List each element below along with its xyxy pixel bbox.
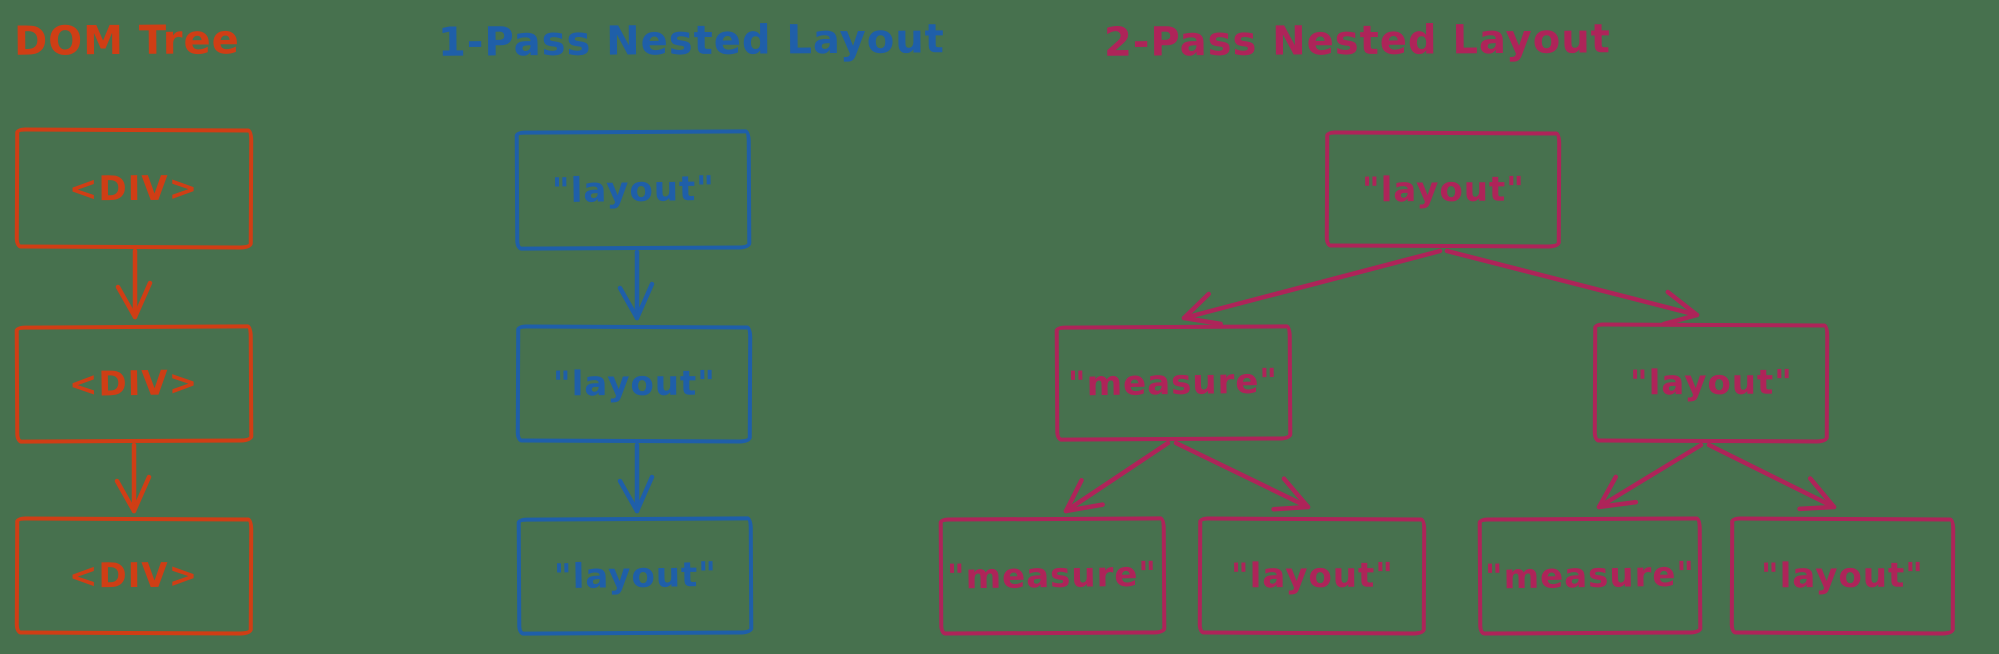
two-pass-level3-measure-2: "measure" (1477, 516, 1703, 636)
arrow-measure-to-measure (1063, 440, 1171, 514)
dom-tree-node-3: <DIV> (14, 516, 254, 636)
two-pass-root-node: "layout" (1324, 130, 1562, 249)
two-pass-level2-layout: "layout" (1592, 322, 1830, 444)
one-pass-node-2: "layout" (515, 324, 753, 444)
title-two-pass: 2-Pass Nested Layout (1103, 16, 1611, 66)
node-label: "measure" (1068, 361, 1279, 405)
node-label: <DIV> (69, 168, 199, 209)
two-pass-level3-layout-2: "layout" (1729, 516, 1956, 636)
node-label: "measure" (947, 554, 1158, 598)
two-pass-level2-measure: "measure" (1054, 324, 1293, 442)
node-label: <DIV> (69, 363, 199, 405)
dom-tree-node-1: <DIV> (14, 127, 254, 250)
one-pass-node-1: "layout" (514, 129, 752, 251)
node-label: "layout" (1230, 555, 1394, 597)
arrow-measure-to-layout (1173, 440, 1311, 512)
two-pass-level3-layout-1: "layout" (1197, 516, 1427, 636)
arrow-layout-to-measure (1596, 442, 1704, 510)
title-dom-tree: DOM Tree (13, 17, 240, 65)
title-one-pass: 1-Pass Nested Layout (437, 16, 945, 66)
node-label: "layout" (1760, 555, 1925, 597)
arrow-layout-to-layout (1706, 442, 1837, 512)
node-label: "layout" (1629, 362, 1793, 404)
node-label: "layout" (553, 554, 717, 598)
arrow-root-to-layout (1444, 248, 1700, 327)
arrow-root-to-measure (1181, 248, 1443, 327)
node-label: <DIV> (69, 555, 199, 597)
node-label: "layout" (552, 363, 716, 405)
two-pass-level3-measure-1: "measure" (938, 516, 1167, 636)
node-label: "layout" (1361, 169, 1525, 210)
node-label: "layout" (551, 168, 715, 212)
node-label: "measure" (1484, 554, 1696, 598)
dom-tree-node-2: <DIV> (14, 324, 254, 444)
one-pass-node-3: "layout" (516, 516, 754, 636)
